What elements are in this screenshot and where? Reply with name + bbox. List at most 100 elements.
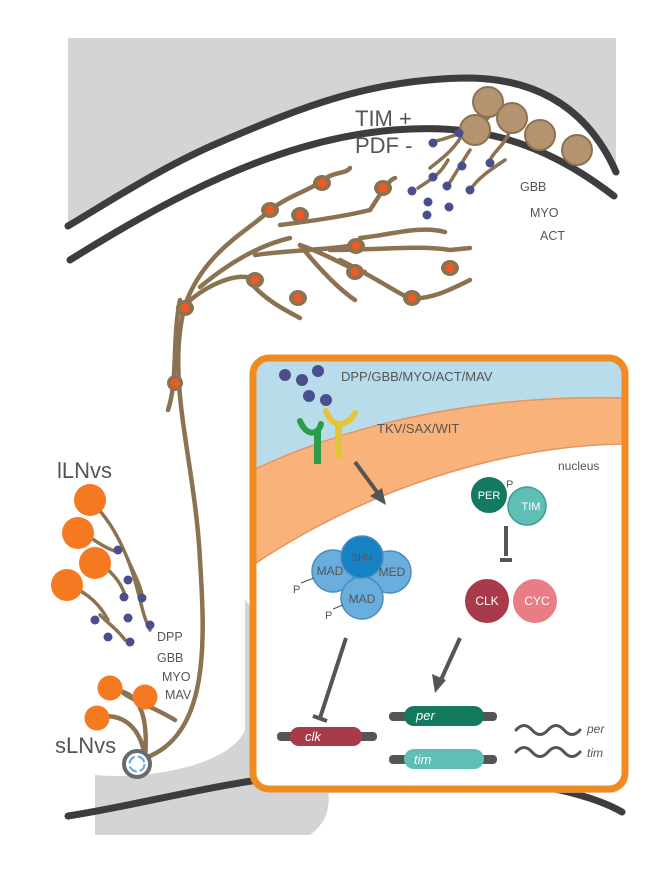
ligand-dot: [137, 593, 147, 603]
med-label: MED: [379, 565, 406, 579]
cell-body: [459, 114, 491, 146]
ligand-dot: [312, 365, 324, 377]
upper-membrane-outer: [64, 74, 620, 230]
inhibition-bar-icon: [500, 526, 512, 562]
ligand-dot: [296, 374, 308, 386]
shn: [340, 535, 384, 579]
cell-body: [561, 134, 593, 166]
cyc-protein: [511, 577, 559, 625]
clk-gene-label: clk: [305, 729, 322, 744]
tim-gene: tim: [389, 749, 497, 769]
tim-protein-label: TIM: [522, 501, 541, 513]
ligand-dot: [320, 394, 332, 406]
mad-left-label: MAD: [317, 564, 344, 578]
clk-cyc-complex: CLK CYC: [463, 577, 559, 625]
varicosity: [347, 238, 365, 254]
per-protein-label: PER: [478, 490, 501, 502]
llnv-cluster: lLNvs DPP GBB MYO MAV: [51, 458, 192, 702]
ligand-dot: [123, 575, 133, 585]
top-gbb-label: GBB: [520, 180, 546, 194]
ligand-dot: [485, 158, 495, 168]
arrow-icon: [353, 460, 386, 505]
sLNv-soma: [84, 705, 110, 731]
receptor-green: [297, 418, 324, 464]
left-mav-label: MAV: [165, 688, 192, 702]
ligand-dot: [428, 138, 438, 148]
lLNv-soma: [79, 547, 111, 579]
ligand-dot: [407, 186, 417, 196]
tim-protein: [507, 486, 547, 526]
shn-label: SHN: [351, 553, 372, 564]
lLNv-soma: [51, 569, 83, 601]
varicosity: [441, 260, 459, 276]
llnvs-label: lLNvs: [57, 458, 112, 483]
clk-gene: clk: [277, 727, 377, 746]
ligand-dot: [123, 613, 133, 623]
ligand-dot: [422, 210, 432, 220]
inhibition-bar-icon: [312, 637, 348, 723]
lLNv-soma: [74, 484, 106, 516]
phospho-label: P: [325, 610, 332, 622]
ligand-dot: [423, 197, 433, 207]
ligand-dot: [457, 161, 467, 171]
cell-body: [496, 102, 528, 134]
mad-bottom-label: MAD: [349, 592, 376, 606]
neuron-varicosities: [167, 175, 459, 391]
cell-body: [472, 86, 504, 118]
slnv-cluster: sLNvs: [55, 675, 158, 779]
ligand-dot: [444, 202, 454, 212]
ligand-dot: [103, 632, 113, 642]
ligand-dot: [113, 545, 123, 555]
ligand-dot: [442, 181, 452, 191]
sLNv-soma: [132, 684, 158, 710]
ligand-dot: [90, 615, 100, 625]
ligand-dot: [454, 128, 464, 138]
clk-protein: [463, 577, 511, 625]
per-tim-complex: P PER TIM: [469, 475, 547, 526]
extracellular-region: [253, 358, 625, 470]
receptor-yellow: [323, 408, 358, 459]
per-gene-label: per: [415, 708, 435, 723]
ligand-dot: [465, 185, 475, 195]
varicosity: [346, 264, 364, 280]
mrna-tim-label: tim: [587, 746, 603, 760]
varicosity: [261, 202, 279, 218]
clock-icon: [122, 749, 152, 779]
nucleus-label: nucleus: [558, 459, 599, 473]
left-dpp-label: DPP: [157, 630, 183, 644]
varicosity: [374, 180, 392, 196]
slnvs-label: sLNvs: [55, 733, 116, 758]
tim-gene-label: tim: [414, 752, 432, 767]
ligand-dot: [279, 369, 291, 381]
clk-protein-label: CLK: [475, 594, 498, 608]
cell-body: [524, 119, 556, 151]
mrna-per-label: per: [586, 722, 605, 736]
ligand-dot: [125, 637, 135, 647]
varicosity: [176, 300, 194, 316]
top-act-label: ACT: [540, 229, 565, 243]
lLNv-soma: [62, 517, 94, 549]
phospho-label: P: [293, 584, 300, 596]
upper-brain-region: [68, 38, 616, 225]
tim-positive-cluster: TIM + PDF - GBB MYO ACT: [355, 86, 593, 243]
sLNv-soma: [97, 675, 123, 701]
pdf-label: PDF -: [355, 133, 412, 158]
arrow-icon: [432, 637, 462, 693]
varicosity: [167, 375, 183, 391]
mrna-wave-icon: [514, 724, 582, 758]
per-protein: [469, 475, 509, 515]
tim-label: TIM +: [355, 106, 412, 131]
left-gbb-label: GBB: [157, 651, 183, 665]
ligand-dot: [428, 172, 438, 182]
per-phospho-label: P: [506, 479, 513, 491]
ligand-dot: [303, 390, 315, 402]
smad-complex: SHN MAD MED MAD P P: [293, 535, 412, 622]
signaling-panel: DPP/GBB/MYO/ACT/MAV TKV/SAX/WIT nucleus …: [249, 354, 629, 793]
top-myo-label: MYO: [530, 206, 559, 220]
per-gene: per: [389, 706, 497, 726]
cyc-protein-label: CYC: [524, 594, 550, 608]
varicosity: [403, 290, 421, 306]
ligands-label: DPP/GBB/MYO/ACT/MAV: [341, 369, 493, 384]
ligand-dot: [119, 592, 129, 602]
